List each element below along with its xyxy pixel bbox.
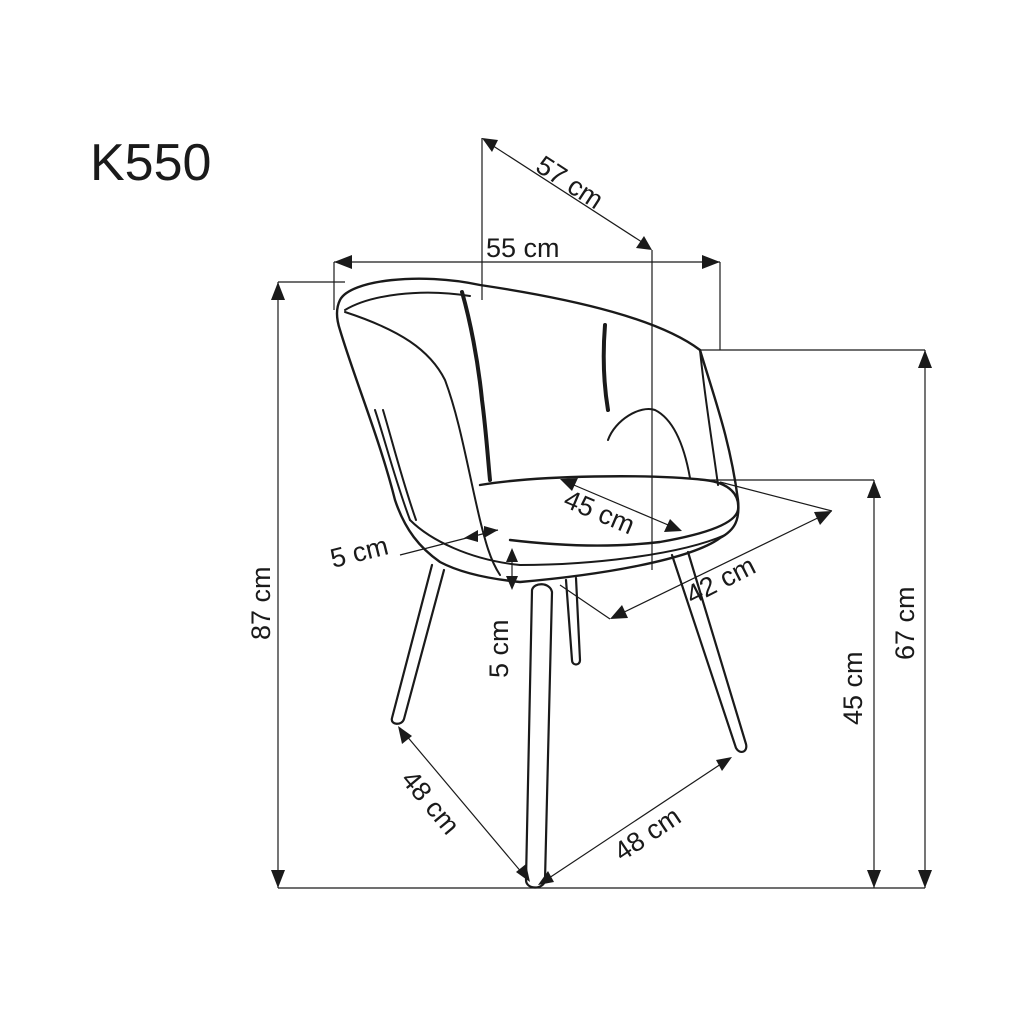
side-stripe xyxy=(374,409,417,521)
leg-back-center xyxy=(564,576,582,666)
label-seat-thickness: 5 cm xyxy=(484,619,514,678)
product-title: K550 xyxy=(90,134,211,192)
label-backrest-thickness: 5 cm xyxy=(327,531,391,574)
dimension-lines xyxy=(271,138,932,889)
label-leg-span-left: 48 cm xyxy=(395,765,465,841)
label-seat-width: 42 cm xyxy=(681,550,760,610)
label-total-height: 87 cm xyxy=(246,566,276,640)
back-seam xyxy=(460,290,492,482)
back-opening xyxy=(607,408,691,479)
label-depth-top: 57 cm xyxy=(531,150,609,215)
right-seam xyxy=(601,323,610,412)
leg-front-center xyxy=(524,583,554,889)
label-seat-depth: 45 cm xyxy=(560,484,639,540)
chair-shell-outline xyxy=(335,277,740,584)
label-seat-height: 45 cm xyxy=(838,651,868,725)
seat-front-edge xyxy=(409,519,726,566)
inner-right-back xyxy=(699,349,719,486)
seat-cushion xyxy=(478,475,740,547)
backrest-left-edge xyxy=(344,311,501,576)
shell-top-edge xyxy=(344,291,471,311)
label-leg-span-right: 48 cm xyxy=(609,801,687,867)
label-armrest-height: 67 cm xyxy=(890,586,920,660)
label-width-top: 55 cm xyxy=(486,233,560,263)
leg-front-right xyxy=(670,550,748,754)
leg-back-left xyxy=(390,563,446,725)
